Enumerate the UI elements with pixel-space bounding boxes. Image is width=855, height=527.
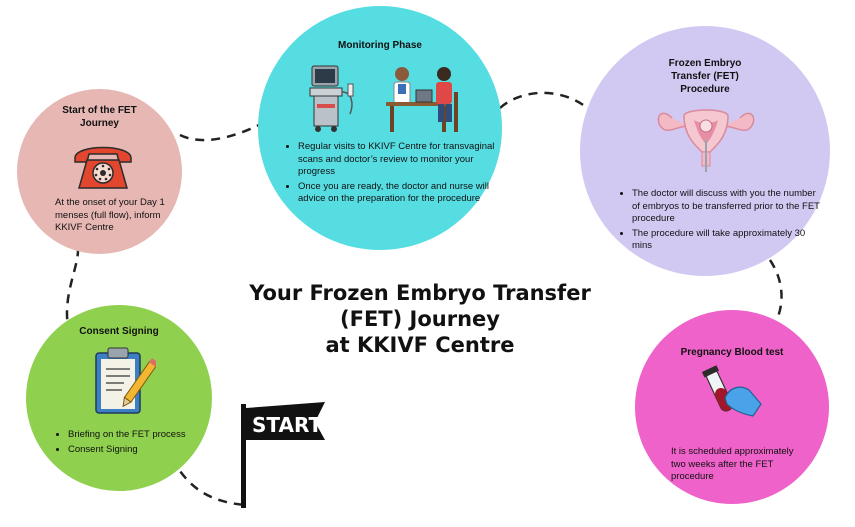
monitoring-title: Monitoring Phase xyxy=(338,40,422,51)
blood-title: Pregnancy Blood test xyxy=(680,347,784,358)
start-flag-label: START xyxy=(252,413,322,437)
start-of-journey-circle: Start of the FET Journey At the onset of… xyxy=(17,89,182,254)
consent-item: Consent Signing xyxy=(68,444,218,457)
doctor-consultation-icon xyxy=(386,67,458,132)
telephone-icon xyxy=(74,146,132,189)
uterus-icon xyxy=(657,109,755,172)
fet-procedure-circle: Frozen Embryo Transfer (FET) Procedure T… xyxy=(580,26,830,276)
fet-item: The doctor will discuss with you the num… xyxy=(632,188,822,226)
journey-title: Your Frozen Embryo Transfer (FET) Journe… xyxy=(249,281,591,357)
monitoring-phase-circle: Monitoring Phase Regular visits to KKIVF… xyxy=(258,6,502,250)
blood-test-tube-icon xyxy=(701,365,762,417)
fet-title: Frozen Embryo Transfer (FET) Procedure xyxy=(668,58,742,95)
ultrasound-machine-icon xyxy=(309,65,354,132)
consent-signing-circle: Consent Signing Briefing on the FET proc… xyxy=(26,305,212,491)
start-description: At the onset of your Day 1 menses (full … xyxy=(55,197,165,233)
monitoring-list: Regular visits to KKIVF Centre for trans… xyxy=(284,141,498,208)
consent-list: Briefing on the FET process Consent Sign… xyxy=(54,429,218,458)
fet-item: The procedure will take approximately 30… xyxy=(632,228,822,253)
clipboard-pencil-icon xyxy=(95,347,156,414)
consent-item: Briefing on the FET process xyxy=(68,429,218,442)
monitoring-item: Once you are ready, the doctor and nurse… xyxy=(298,181,498,206)
blood-description: It is scheduled approximately two weeks … xyxy=(671,446,794,482)
consent-title: Consent Signing xyxy=(79,326,159,337)
fet-list: The doctor will discuss with you the num… xyxy=(618,188,822,255)
pregnancy-blood-test-circle: Pregnancy Blood test It is scheduled app… xyxy=(635,310,829,504)
monitoring-item: Regular visits to KKIVF Centre for trans… xyxy=(298,141,498,179)
start-flag-icon: START xyxy=(241,402,325,508)
start-title: Start of the FET Journey xyxy=(62,105,137,129)
